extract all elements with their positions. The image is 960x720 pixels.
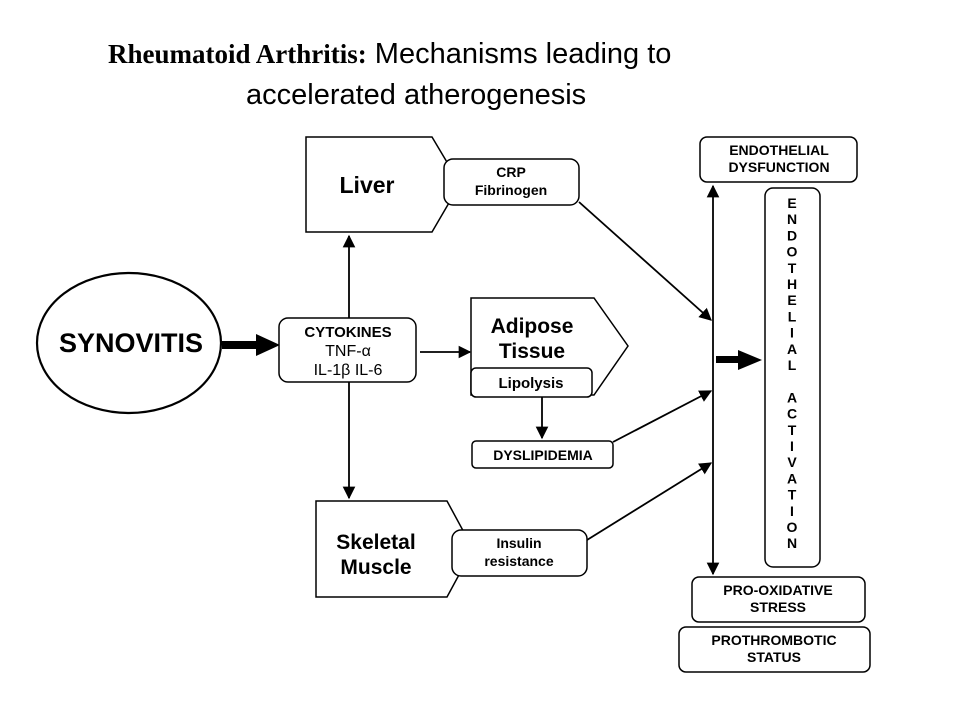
endothelial-activation-letter: T	[788, 487, 797, 503]
endothelial-activation-letter: D	[787, 227, 797, 243]
endothelial-dysfunction-1: ENDOTHELIAL	[729, 142, 829, 158]
prothrombotic-node	[678, 626, 871, 673]
dyslipidemia-node	[471, 440, 614, 469]
endothelial-activation-letter: E	[787, 292, 796, 308]
prothrombotic-1: PROTHROMBOTIC	[711, 632, 836, 648]
endothelial-activation-node	[764, 187, 821, 568]
fibrinogen-label: Fibrinogen	[475, 182, 547, 198]
insulin-label-2: resistance	[484, 553, 553, 569]
cytokines-node	[278, 317, 417, 383]
endothelial-activation-letter: A	[787, 341, 797, 357]
synovitis-arrow-shaft	[222, 341, 260, 349]
title-line-1: Rheumatoid Arthritis: Mechanisms leading…	[108, 38, 671, 70]
skeletal-label-1: Skeletal	[336, 531, 415, 554]
endothelial-activation-letter: I	[790, 503, 794, 519]
prothrombotic-2: STATUS	[747, 649, 801, 665]
insulin-node	[451, 529, 588, 577]
arrow-crp-endothelium	[578, 201, 712, 321]
insulin-label-1: Insulin	[496, 535, 541, 551]
crp-node	[443, 158, 580, 206]
synovitis-arrow-head	[256, 334, 280, 356]
liver-node	[305, 136, 461, 233]
synovitis-node	[35, 271, 223, 415]
activation-arrow-shaft	[716, 356, 742, 363]
endothelial-activation-letter: T	[788, 260, 797, 276]
adipose-label-1: Adipose	[491, 315, 574, 338]
cytokines-tnf: TNF-α	[325, 343, 371, 360]
liver-label: Liver	[340, 172, 395, 198]
endothelial-activation-letter: V	[787, 454, 797, 470]
endothelial-activation-letter: T	[788, 422, 797, 438]
pro-oxidative-1: PRO-OXIDATIVE	[723, 582, 832, 598]
pro-oxidative-node	[691, 576, 866, 623]
endothelial-activation-letter: N	[787, 211, 797, 227]
endothelial-activation-letter: L	[788, 308, 797, 324]
endothelial-activation-letter: O	[787, 244, 798, 260]
title-line-2: accelerated atherogenesis	[246, 79, 586, 111]
endothelial-activation-letter: A	[787, 389, 797, 405]
endothelial-activation-letter: H	[787, 276, 797, 292]
synovitis-label: SYNOVITIS	[59, 328, 203, 358]
endothelial-activation-letter: C	[787, 406, 797, 422]
endothelial-activation-letter: A	[787, 470, 797, 486]
cytokines-head: CYTOKINES	[304, 324, 391, 341]
lipolysis-node	[470, 367, 593, 398]
pro-oxidative-2: STRESS	[750, 599, 806, 615]
endothelial-activation-letter: I	[790, 438, 794, 454]
arrow-dyslipidemia-endothelium	[612, 390, 713, 443]
arrow-insulin-endothelium	[586, 462, 713, 541]
crp-label: CRP	[496, 164, 526, 180]
endothelial-dysfunction-node	[699, 136, 858, 183]
activation-arrow-head	[738, 350, 762, 370]
cytokines-il: IL-1β IL-6	[314, 362, 383, 379]
endothelial-dysfunction-2: DYSFUNCTION	[728, 159, 829, 175]
endothelial-activation-letter: O	[787, 519, 798, 535]
endothelial-activation-letter: I	[790, 325, 794, 341]
adipose-label-2: Tissue	[499, 340, 565, 363]
lipolysis-label: Lipolysis	[498, 375, 563, 392]
skeletal-label-2: Muscle	[340, 556, 411, 579]
endothelial-activation-letter: E	[787, 195, 796, 211]
endothelial-activation-letter: N	[787, 535, 797, 551]
endothelial-activation-letter: L	[788, 357, 797, 373]
dyslipidemia-label: DYSLIPIDEMIA	[493, 447, 593, 463]
